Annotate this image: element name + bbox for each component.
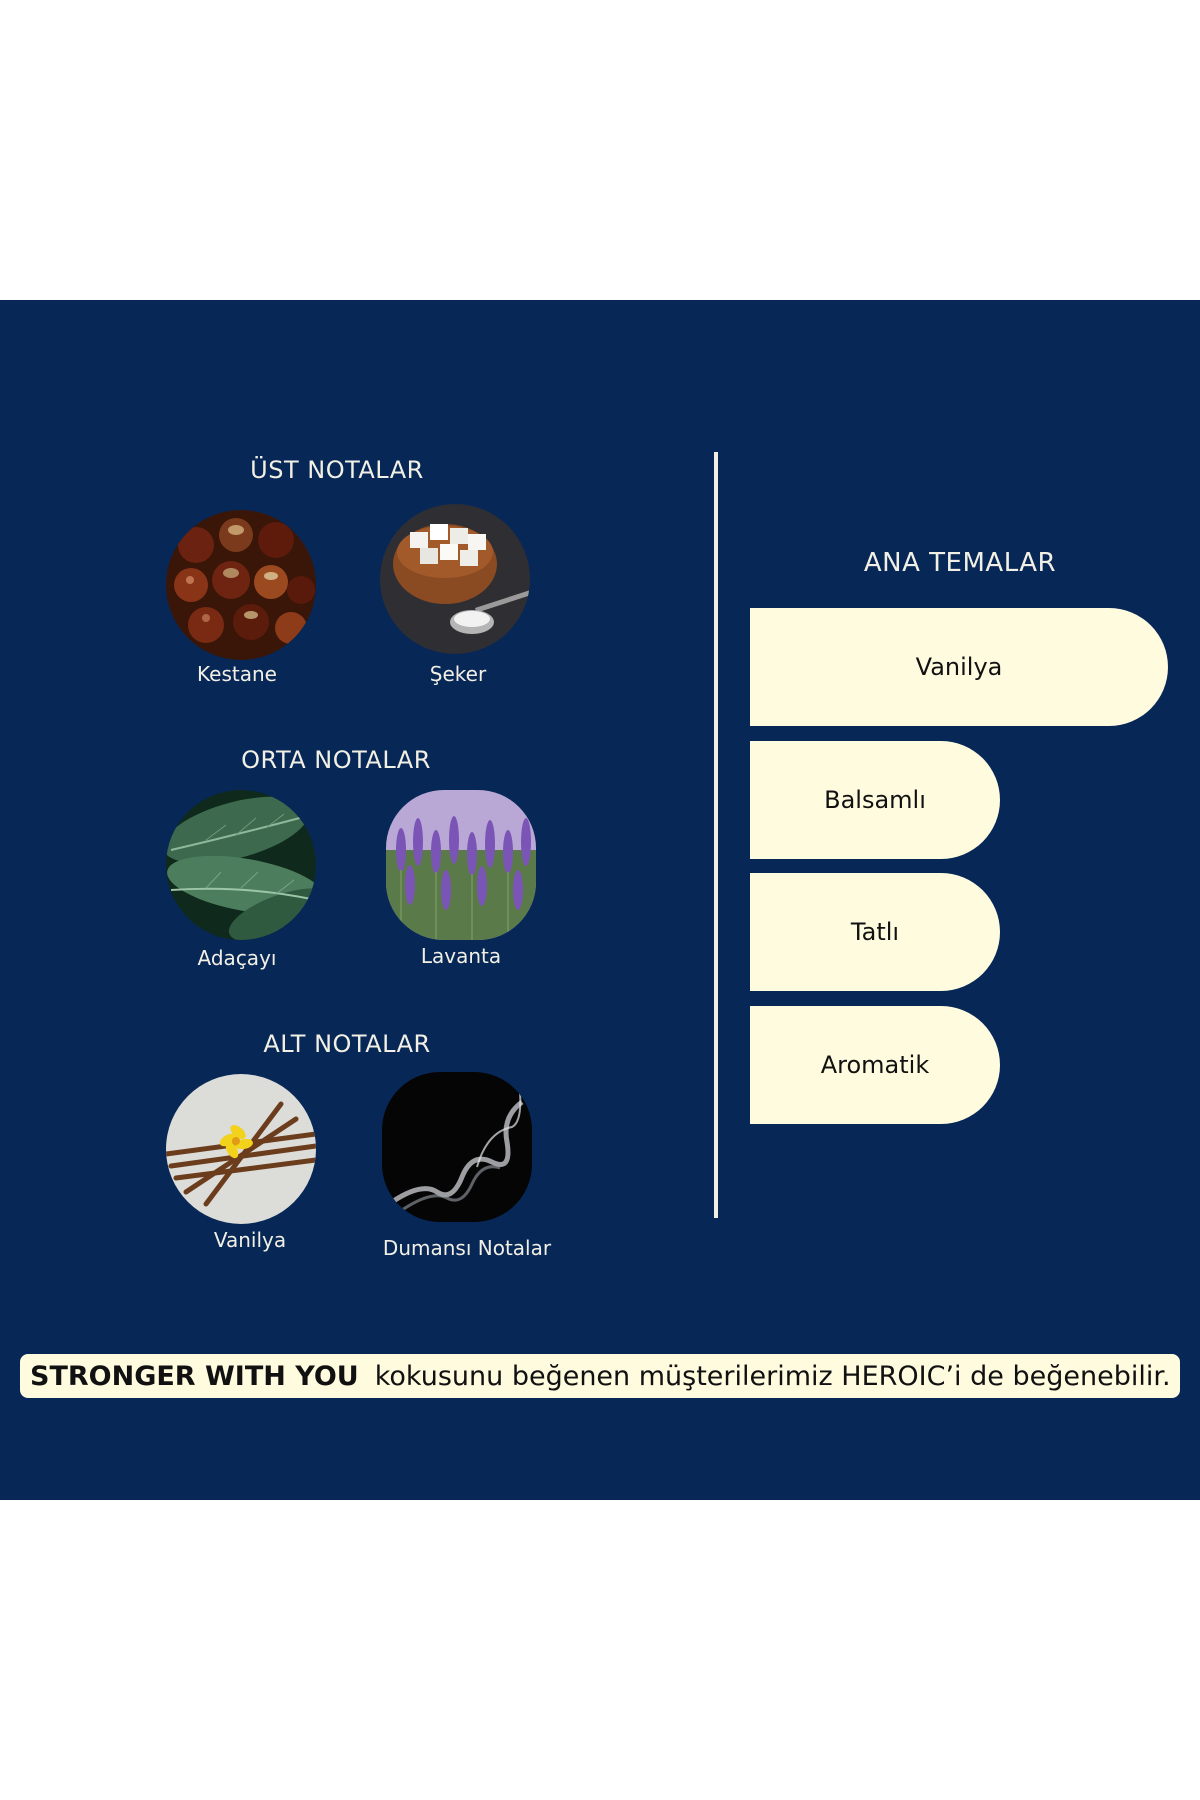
theme-label: Aromatik [820,1051,930,1079]
banner-brand: STRONGER WITH YOU [30,1360,359,1392]
note-label-adacayi: Adaçayı [197,946,277,970]
banner-text: kokusunu beğenen müşterilerimiz HEROIC’i… [374,1360,1171,1392]
note-label-vanilya: Vanilya [213,1228,287,1252]
chestnut-photo-icon [166,510,316,660]
base-notes-title: ALT NOTALAR [263,1030,431,1058]
theme-pill-tatli: Tatlı [750,873,1000,991]
theme-pill-balsamli: Balsamlı [750,741,1000,859]
theme-pill-vanilya: Vanilya [750,608,1168,726]
vanilla-photo-icon [166,1074,316,1224]
recommendation-banner: STRONGER WITH YOU kokusunu beğenen müşte… [20,1354,1180,1398]
top-notes-title: ÜST NOTALAR [250,456,424,484]
note-label-kestane: Kestane [197,662,277,686]
sugar-photo-icon [380,504,530,654]
lavender-photo-icon [386,790,536,940]
vertical-divider [714,452,718,1218]
middle-notes-title: ORTA NOTALAR [241,746,431,774]
theme-pill-aromatik: Aromatik [750,1006,1000,1124]
theme-label: Tatlı [850,918,900,946]
theme-label: Balsamlı [824,786,926,814]
themes-title: ANA TEMALAR [863,548,1057,578]
sage-photo-icon [166,790,316,940]
notes-panel: ÜST NOTALAR Kestane [0,300,1200,1500]
note-label-lavanta: Lavanta [420,944,502,968]
note-label-seker: Şeker [429,662,487,686]
note-label-dumansi: Dumansı Notalar [382,1236,552,1260]
smoke-photo-icon [382,1072,532,1222]
theme-label: Vanilya [915,653,1003,681]
